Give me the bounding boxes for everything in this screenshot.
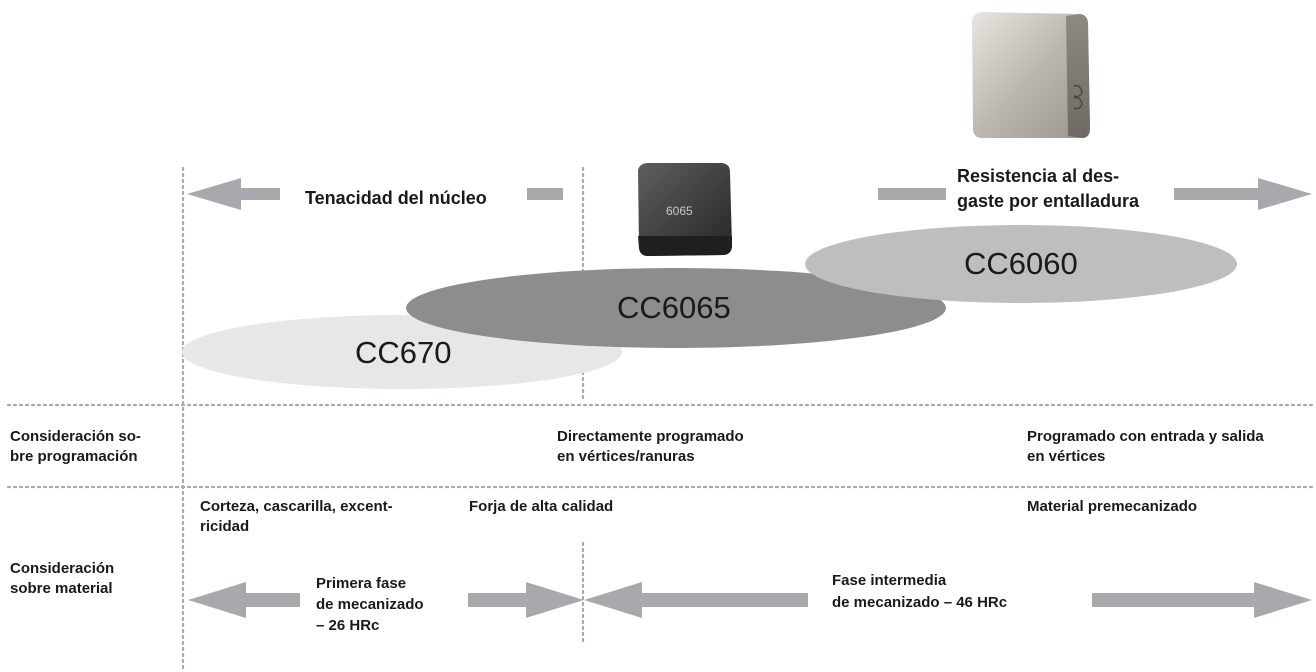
bark-scale-line2: ricidad — [200, 518, 250, 535]
arrow-right-intermediate-icon — [1092, 582, 1312, 618]
light-insert-icon — [972, 12, 1090, 138]
programming-row-label-line1: Consideración so- — [10, 428, 141, 445]
premachined-material: Material premecanizado — [1027, 498, 1198, 515]
arrow-right-wear-icon — [1174, 178, 1312, 210]
first-phase-line2: de mecanizado — [316, 596, 424, 613]
intermediate-phase-line2: de mecanizado – 46 HRc — [832, 594, 1008, 611]
intermediate-phase-line1: Fase intermedia — [832, 572, 947, 589]
material-row-label-line1: Consideración — [10, 560, 115, 577]
first-phase-line3: – 26 HRc — [316, 617, 380, 634]
grade-cc670-label: CC670 — [355, 335, 452, 370]
grade-cc6065-label: CC6065 — [617, 290, 731, 325]
first-phase-line1: Primera fase — [316, 575, 407, 592]
notch-wear-label-line1: Resistencia al des- — [957, 166, 1120, 186]
material-row-label-line2: sobre material — [10, 580, 113, 597]
entry-exit-programmed-line2: en vértices — [1027, 448, 1106, 465]
arrow-left-toughness-icon — [187, 178, 280, 210]
dark-insert-6065-icon — [638, 163, 732, 256]
entry-exit-programmed-line1: Programado con entrada y salida — [1027, 428, 1264, 445]
high-quality-forge: Forja de alta calidad — [469, 498, 614, 515]
direct-programmed-line2: en vértices/ranuras — [557, 448, 695, 465]
notch-wear-label-line2: gaste por entalladura — [957, 191, 1140, 211]
dash-toughness-right — [527, 188, 563, 200]
dash-wear-left — [878, 188, 946, 200]
arrow-right-first-phase-icon — [468, 582, 584, 618]
insert-engraving: 6065 — [666, 204, 693, 218]
cc6065-ellipse — [406, 268, 946, 348]
arrow-left-first-phase-icon — [188, 582, 300, 618]
bark-scale-line1: Corteza, cascarilla, excent- — [200, 498, 393, 515]
grade-cc6060-label: CC6060 — [964, 246, 1078, 281]
programming-row-label-line2: bre programación — [10, 448, 138, 465]
cc6060-ellipse — [805, 225, 1237, 303]
arrow-left-intermediate-icon — [584, 582, 808, 618]
direct-programmed-line1: Directamente programado — [557, 428, 744, 445]
core-toughness-label: Tenacidad del núcleo — [305, 188, 487, 208]
